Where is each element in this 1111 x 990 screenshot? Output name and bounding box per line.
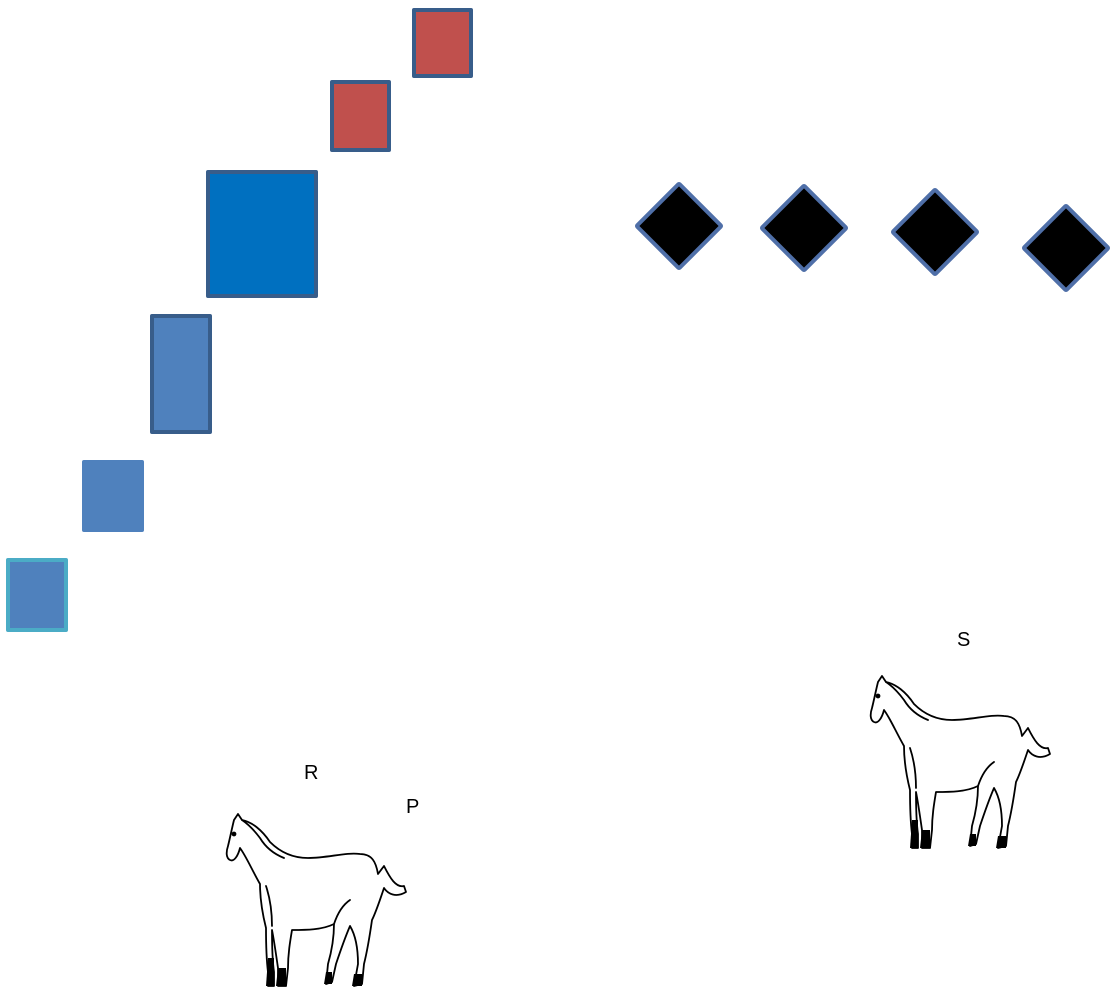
label-r: R	[304, 763, 318, 783]
horse-icon	[862, 670, 1057, 852]
blue-block-teal-border	[6, 558, 68, 632]
dark-blue-block-large	[206, 170, 318, 298]
diamond-3	[890, 187, 981, 278]
diamond-2	[759, 183, 850, 274]
red-block-top	[412, 8, 473, 78]
label-s: S	[957, 630, 970, 650]
blue-block-small	[82, 460, 144, 532]
red-block-second	[330, 80, 391, 152]
diamond-4	[1021, 203, 1111, 294]
blue-block-tall	[150, 314, 212, 434]
horse-icon	[218, 808, 413, 990]
diamond-1	[634, 181, 725, 272]
